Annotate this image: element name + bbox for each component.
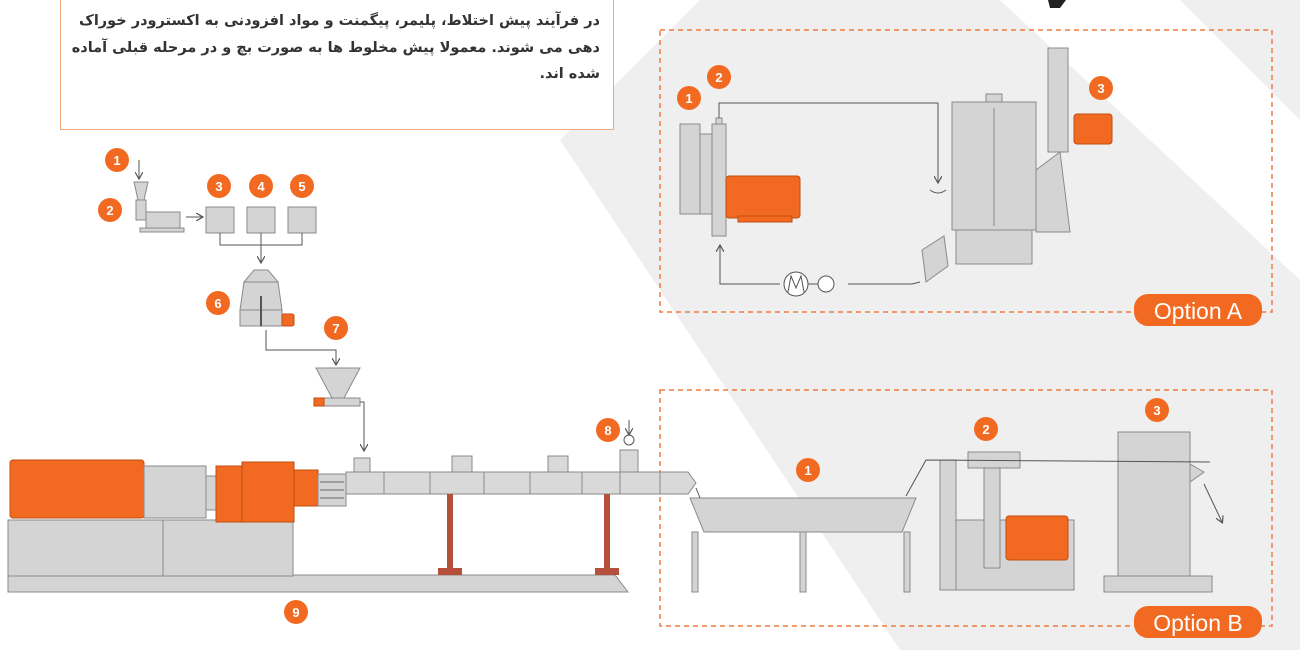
option-a-label: Option A	[1134, 294, 1262, 326]
svg-text:9: 9	[292, 605, 299, 620]
badge-option-b-1: 1	[796, 458, 820, 482]
svg-text:Option A: Option A	[1154, 298, 1243, 324]
option-a-panel	[659, 29, 1273, 313]
svg-text:1: 1	[685, 91, 692, 106]
option-b-water-bath	[689, 497, 917, 593]
background-band	[560, 0, 1300, 650]
description-box	[60, 0, 614, 130]
storage-bins	[205, 206, 317, 262]
mixing-hopper	[239, 269, 336, 364]
svg-text:3: 3	[1097, 81, 1104, 96]
barrel-supports	[438, 494, 619, 575]
option-b-label: Option B	[1134, 606, 1262, 638]
option-a-mixer	[921, 47, 1113, 283]
drive-motor	[9, 459, 347, 523]
badge-option-a-3: 3	[1089, 76, 1113, 100]
side-feeder	[313, 367, 364, 450]
badge-feed-2: 2	[98, 198, 122, 222]
svg-text:5: 5	[298, 179, 305, 194]
svg-text:2: 2	[715, 70, 722, 85]
badge-base-9: 9	[284, 600, 308, 624]
badge-option-b-3: 3	[1145, 398, 1169, 422]
badge-bin-5: 5	[290, 174, 314, 198]
extruder-base	[7, 519, 630, 593]
extruder-barrel	[345, 449, 697, 495]
svg-text:3: 3	[1153, 403, 1160, 418]
raw-feeder	[133, 160, 202, 233]
svg-text:3: 3	[215, 179, 222, 194]
background-band-2	[1180, 0, 1300, 120]
svg-text:1: 1	[804, 463, 811, 478]
svg-text:1: 1	[113, 153, 120, 168]
badge-hopper-6: 6	[206, 291, 230, 315]
badge-option-a-1: 1	[677, 86, 701, 110]
badge-feed-1: 1	[105, 148, 129, 172]
description-text: در فرآیند پیش اختلاط، پلیمر، پیگمنت و مو…	[71, 13, 600, 82]
option-b-panel	[659, 389, 1273, 627]
option-b-pelletizer-puller	[939, 431, 1213, 593]
vent-port-icon	[623, 420, 635, 446]
svg-text:8: 8	[604, 423, 611, 438]
badge-feeder-7: 7	[324, 316, 348, 340]
option-b-strand-line	[695, 459, 1222, 522]
svg-text:2: 2	[106, 203, 113, 218]
badge-bin-4: 4	[249, 174, 273, 198]
corner-mark	[1048, 0, 1066, 8]
badge-option-a-2: 2	[707, 65, 731, 89]
badge-vent-8: 8	[596, 418, 620, 442]
option-a-blower	[679, 117, 801, 237]
svg-text:4: 4	[257, 179, 265, 194]
badge-bin-3: 3	[207, 174, 231, 198]
svg-text:7: 7	[332, 321, 339, 336]
badge-option-b-2: 2	[974, 417, 998, 441]
svg-text:2: 2	[982, 422, 989, 437]
option-a-piping	[719, 102, 947, 297]
svg-text:Option B: Option B	[1153, 610, 1243, 636]
svg-text:6: 6	[214, 296, 221, 311]
